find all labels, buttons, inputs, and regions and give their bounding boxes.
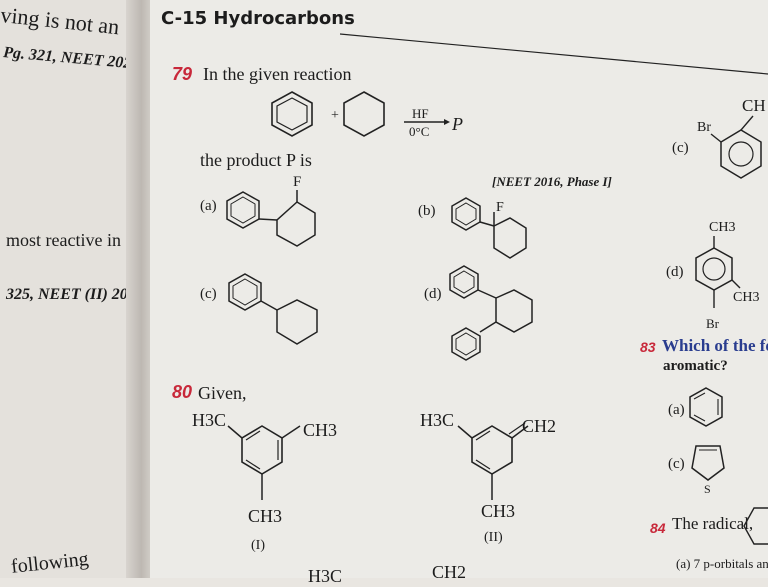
structure-ii [457, 422, 529, 500]
question-80-number: 80 [172, 382, 193, 402]
q83-option-c-sulfur: S [704, 482, 711, 496]
option-a-label[interactable]: (a) [200, 198, 217, 214]
structure-i-label: (I) [251, 538, 265, 553]
structure-ii-right-methylene: CH2 [522, 416, 557, 436]
q84-structure [743, 507, 768, 545]
structure-i-bottom-methyl: CH3 [248, 506, 283, 526]
header-rule [340, 33, 768, 75]
bottom-partial-left: H3C [308, 566, 343, 586]
reaction-scheme [271, 91, 450, 137]
right-option-c-label[interactable]: (c) [672, 140, 689, 156]
right-option-d-label[interactable]: (d) [666, 264, 684, 280]
q83-option-a-label[interactable]: (a) [668, 402, 685, 418]
question-79-prompt: the product P is [200, 150, 312, 170]
q83-option-a-structure [689, 387, 723, 427]
structure-i-left-methyl: H3C [192, 410, 227, 430]
main-page [150, 0, 768, 578]
left-line-4: 325, NEET (II) 2020 [6, 286, 144, 303]
question-79-number: 79 [172, 64, 193, 84]
option-a-fluorine: F [293, 174, 302, 190]
left-line-1: ving is not an [0, 2, 121, 40]
product-p: P [452, 114, 463, 134]
question-83-text: Which of the foll [662, 336, 768, 355]
question-79-text: In the given reaction [203, 64, 352, 84]
plus-sign: + [331, 108, 339, 123]
left-line-5: following [10, 547, 90, 578]
option-d-label[interactable]: (d) [424, 286, 442, 302]
structure-ii-label: (II) [484, 530, 503, 545]
reagent-hf: HF [412, 106, 429, 121]
option-c-structure [228, 273, 318, 345]
question-83-text-2: aromatic? [663, 358, 728, 374]
left-page: ving is not an Pg. 321, NEET 2020 most r… [0, 0, 144, 578]
page-title: C-15 Hydrocarbons [161, 8, 355, 29]
structure-i [227, 425, 301, 500]
reagent-temp: 0°C [409, 124, 430, 139]
right-c-structure [710, 115, 762, 179]
structure-i-right-methyl: CH3 [303, 420, 338, 440]
right-c-br: Br [697, 120, 711, 135]
left-line-3: most reactive in [6, 230, 121, 250]
question-83-number: 83 [640, 339, 656, 355]
bottom-partial-right: CH2 [432, 562, 467, 582]
option-b-fluorine: F [496, 200, 504, 215]
question-84-text: The radical, [672, 514, 754, 533]
right-d-ch3-top: CH3 [709, 220, 736, 235]
option-b-label[interactable]: (b) [418, 203, 436, 219]
question-84-option-a: (a) 7 p-orbitals and [676, 556, 768, 571]
structure-ii-bottom-methyl: CH3 [481, 501, 516, 521]
option-d-structure [449, 265, 533, 361]
question-84-number: 84 [650, 520, 666, 536]
left-line-2: Pg. 321, NEET 2020 [2, 44, 140, 73]
option-b-structure [451, 197, 527, 259]
right-d-br: Br [706, 316, 719, 331]
q83-option-c-structure [691, 445, 725, 481]
q83-option-c-label[interactable]: (c) [668, 456, 685, 472]
question-80-text: Given, [198, 383, 247, 403]
option-c-label[interactable]: (c) [200, 286, 217, 302]
option-a-structure [226, 190, 316, 247]
question-79-source: [NEET 2016, Phase I] [492, 174, 612, 189]
right-d-structure [695, 236, 741, 308]
right-d-ch3-right: CH3 [733, 290, 760, 305]
structure-ii-left-methyl: H3C [420, 410, 455, 430]
right-c-ch: CH [742, 96, 766, 115]
